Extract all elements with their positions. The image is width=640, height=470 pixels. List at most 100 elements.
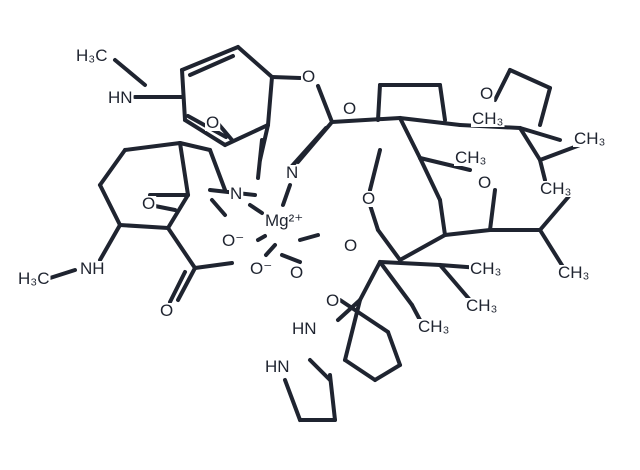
label-background — [454, 150, 488, 166]
bond — [308, 358, 332, 382]
bond — [256, 138, 264, 180]
bond — [248, 203, 264, 215]
bond — [208, 148, 227, 192]
bond — [113, 58, 147, 87]
bond — [418, 156, 442, 202]
atom-label-ch3-7: CH₃ — [470, 259, 501, 278]
bond — [373, 363, 402, 382]
label-background — [205, 115, 221, 131]
atom-label-nh-left: NH — [80, 259, 105, 278]
atom-label-o-amide: O — [326, 291, 339, 310]
bond — [236, 45, 274, 79]
label-background — [301, 69, 317, 85]
bond — [280, 253, 302, 264]
bond — [343, 358, 377, 382]
label-background — [471, 111, 505, 127]
bond — [443, 228, 492, 237]
bond — [193, 261, 234, 270]
bond — [176, 266, 197, 302]
label-background — [17, 271, 51, 287]
bond — [538, 86, 552, 127]
bond — [328, 373, 337, 422]
bond — [338, 298, 390, 334]
bond — [378, 260, 442, 267]
bond — [488, 188, 497, 232]
atom-label-o-pyran: O — [362, 189, 375, 208]
bond — [438, 198, 447, 237]
label-background — [539, 181, 573, 197]
bond — [98, 223, 122, 262]
bond — [508, 68, 552, 90]
bond — [166, 193, 190, 230]
bond — [358, 260, 382, 302]
bond — [518, 126, 562, 142]
bond — [283, 378, 302, 422]
label-background — [249, 261, 274, 277]
bond — [256, 234, 267, 242]
bond — [493, 68, 512, 102]
label-background — [342, 101, 358, 117]
atom-label-mg: Mg²⁺ — [265, 211, 303, 230]
label-background — [477, 175, 493, 191]
atom-label-hn-top: HN — [108, 88, 133, 107]
bond — [376, 83, 382, 122]
label-background — [107, 90, 134, 106]
bond — [98, 183, 122, 227]
bond — [178, 141, 212, 152]
bond — [378, 260, 414, 307]
atom-label-ch3-6: CH₃ — [466, 296, 497, 315]
bond — [538, 143, 582, 162]
atom-label-o-carbonyl-2: O — [142, 194, 155, 213]
label-background — [557, 265, 591, 281]
label-background — [325, 293, 341, 309]
bond — [183, 118, 227, 147]
atom-label-ch3-3: CH₃ — [574, 129, 605, 148]
bond — [336, 298, 362, 322]
label-background — [264, 213, 305, 229]
label-background — [229, 186, 244, 202]
label-background — [289, 265, 305, 281]
atom-label-o-top-2: O — [343, 99, 356, 118]
label-background — [361, 191, 377, 207]
label-background — [285, 165, 300, 181]
bond — [330, 116, 402, 124]
bond — [343, 298, 362, 362]
atom-label-ch3-8: CH₃ — [558, 263, 589, 282]
bond — [290, 126, 328, 168]
atom-label-o-right-top: O — [480, 84, 493, 103]
bond — [180, 68, 187, 122]
bond — [166, 226, 197, 270]
label-background — [221, 233, 246, 249]
atom-label-o-minus-1: O⁻ — [222, 231, 244, 250]
bond — [538, 228, 567, 272]
atom-label-hn-pyrrole: HN — [265, 357, 290, 376]
atom-label-n-1: N — [286, 163, 298, 182]
atom-label-o-ketone: O — [344, 236, 357, 255]
bond — [410, 303, 422, 322]
bond — [180, 45, 240, 72]
bond — [438, 263, 472, 302]
bonds — [48, 45, 582, 422]
atom-label-o-carboxyl: O — [160, 301, 173, 320]
bond — [188, 54, 235, 77]
label-background — [573, 131, 607, 147]
label-background — [343, 238, 359, 254]
atom-label-ch3-5: CH₃ — [418, 317, 449, 336]
atom-label-h3c-left: H₃C — [18, 269, 49, 288]
atom-label-ch3-4: CH₃ — [540, 179, 571, 198]
bond — [98, 148, 127, 187]
bond — [418, 156, 472, 172]
bond — [368, 148, 382, 192]
label-background — [469, 261, 503, 277]
atom-label-ch3-1: CH₃ — [472, 109, 503, 128]
bond — [376, 228, 402, 262]
bond — [538, 158, 547, 182]
atom-label-o-minus-2: O⁻ — [250, 259, 272, 278]
bond — [538, 193, 572, 232]
bond — [398, 116, 462, 127]
atom-label-h3c-top: H₃C — [76, 46, 107, 65]
bond — [438, 83, 447, 122]
